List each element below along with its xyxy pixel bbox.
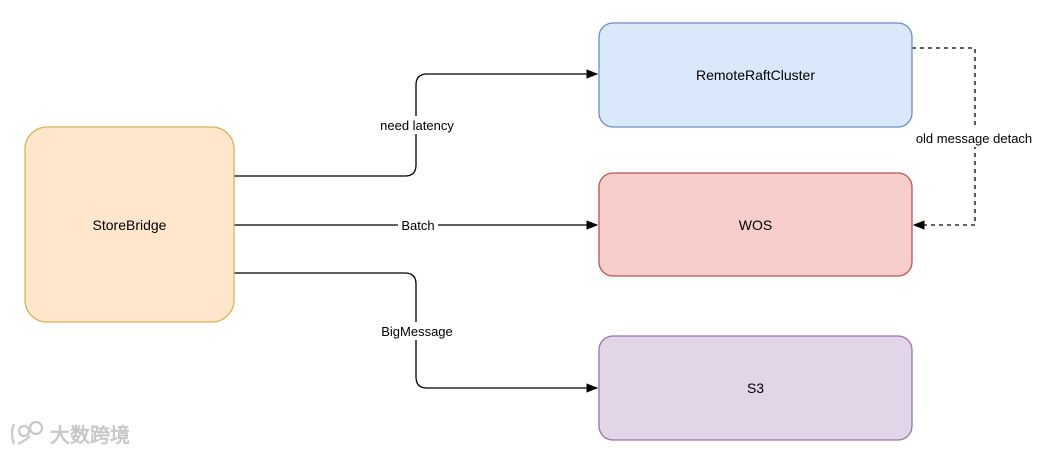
watermark-logo-icon xyxy=(10,420,44,445)
node-remote-raft-cluster: RemoteRaftCluster xyxy=(598,22,913,128)
watermark-text: 大数跨境 xyxy=(50,423,130,447)
edge-label-big-message: BigMessage xyxy=(381,324,453,339)
node-label-s3: S3 xyxy=(747,380,764,396)
edge-label-old-message-detach: old message detach xyxy=(916,131,1032,146)
node-s3: S3 xyxy=(598,335,913,441)
edge-label-need-latency: need latency xyxy=(380,118,454,133)
node-label-storebridge: StoreBridge xyxy=(93,217,167,233)
node-storebridge: StoreBridge xyxy=(24,126,235,323)
node-label-wos: WOS xyxy=(739,217,772,233)
edge-label-batch: Batch xyxy=(401,218,434,233)
node-label-remote-raft-cluster: RemoteRaftCluster xyxy=(696,67,815,83)
node-wos: WOS xyxy=(598,172,913,277)
watermark: 大数跨境 xyxy=(10,420,130,447)
